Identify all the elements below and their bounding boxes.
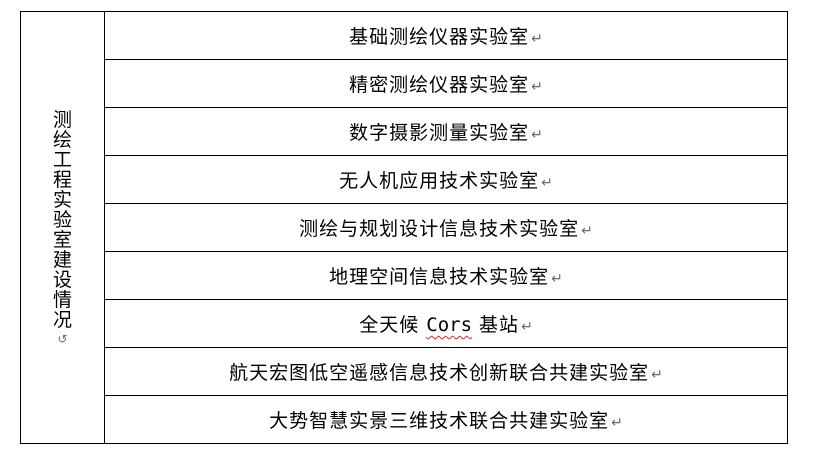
paragraph-mark-icon: ↵ (551, 271, 563, 287)
lab-item-label-suffix: 基站 (472, 314, 520, 336)
spellcheck-word: Cors (426, 314, 473, 336)
lab-item-7: 全天候 Cors 基站↵ (104, 299, 788, 348)
lab-item-6: 地理空间信息技术实验室↵ (104, 251, 788, 300)
paragraph-mark-icon: ↵ (541, 175, 553, 191)
table-row: 测绘工程实验室建设情况 ↺ 基础测绘仪器实验室↵ (20, 11, 788, 444)
table-row: 测绘与规划设计信息技术实验室↵ (21, 203, 788, 252)
table-row: 无人机应用技术实验室↵ (21, 155, 788, 204)
paragraph-mark-icon: ↵ (651, 367, 663, 383)
cell-end-mark-icon: ↺ (57, 331, 68, 346)
lab-item-label: 大势智慧实景三维技术联合共建实验室 (269, 410, 610, 432)
paragraph-mark-icon: ↵ (531, 79, 543, 95)
paragraph-mark-icon: ↵ (611, 415, 623, 431)
table-row: 数字摄影测量实验室↵ (21, 107, 788, 156)
category-cell: 测绘工程实验室建设情况 ↺ (20, 11, 105, 444)
lab-item-2: 精密测绘仪器实验室↵ (104, 59, 788, 108)
paragraph-mark-icon: ↵ (531, 31, 543, 47)
lab-item-label: 航天宏图低空遥感信息技术创新联合共建实验室 (229, 362, 650, 384)
table-row: 大势智慧实景三维技术联合共建实验室↵ (21, 395, 788, 444)
lab-item-label: 精密测绘仪器实验室 (349, 74, 530, 96)
lab-item-label: 地理空间信息技术实验室 (329, 266, 550, 288)
lab-item-4: 无人机应用技术实验室↵ (104, 155, 788, 204)
lab-item-8: 航天宏图低空遥感信息技术创新联合共建实验室↵ (104, 347, 788, 396)
table-row: 全天候 Cors 基站↵ (21, 299, 788, 348)
paragraph-mark-icon: ↵ (531, 127, 543, 143)
table-row: 精密测绘仪器实验室↵ (21, 59, 788, 108)
lab-item-label: 基础测绘仪器实验室 (349, 26, 530, 48)
table-row: 航天宏图低空遥感信息技术创新联合共建实验室↵ (21, 347, 788, 396)
lab-item-label: 无人机应用技术实验室 (339, 170, 540, 192)
lab-item-label: 测绘与规划设计信息技术实验室 (299, 218, 580, 240)
lab-item-9: 大势智慧实景三维技术联合共建实验室↵ (104, 395, 788, 444)
paragraph-mark-icon: ↵ (521, 319, 533, 335)
lab-item-1: 基础测绘仪器实验室↵ (104, 11, 788, 60)
lab-item-label-prefix: 全天候 (359, 314, 427, 336)
lab-item-5: 测绘与规划设计信息技术实验室↵ (104, 203, 788, 252)
lab-table: 测绘工程实验室建设情况 ↺ 基础测绘仪器实验室↵ 精密测绘仪器实验室↵ 数字摄影… (20, 11, 788, 444)
category-label: 测绘工程实验室建设情况 (52, 108, 72, 331)
paragraph-mark-icon: ↵ (581, 223, 593, 239)
lab-item-label: 数字摄影测量实验室 (349, 122, 530, 144)
lab-item-3: 数字摄影测量实验室↵ (104, 107, 788, 156)
table-row: 地理空间信息技术实验室↵ (21, 251, 788, 300)
